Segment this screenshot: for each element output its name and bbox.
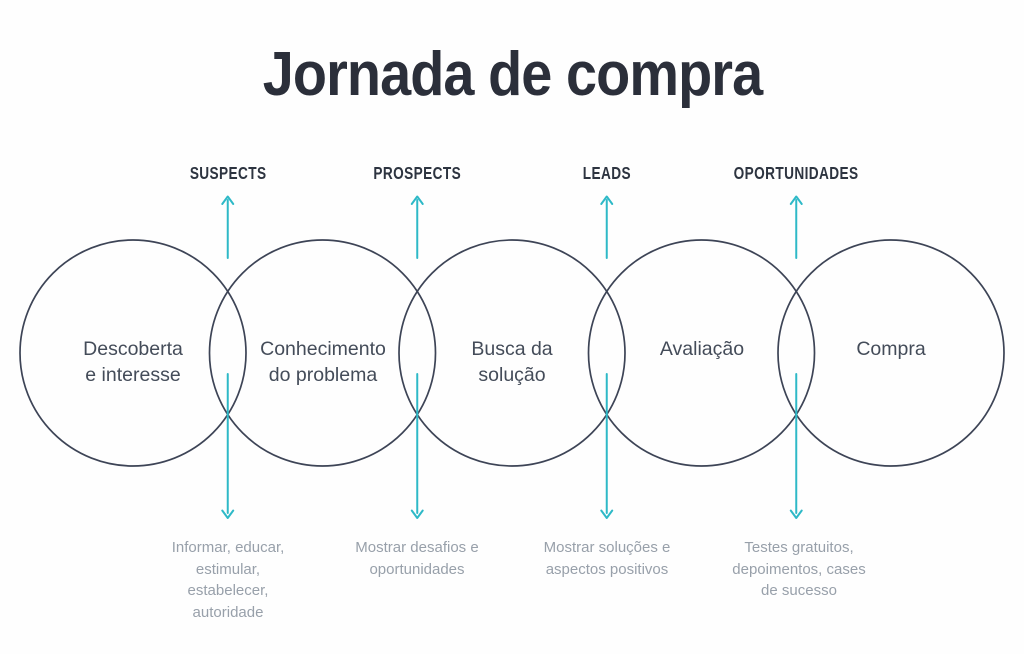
up-arrow-suspects <box>221 195 235 259</box>
action-note-4: Testes gratuitos, depoimentos, cases de … <box>732 539 866 599</box>
funnel-label-suspects: SUSPECTS <box>118 163 338 184</box>
action-note-2: Mostrar desafios e oportunidades <box>355 539 479 578</box>
stage-label-busca: Busca da solução <box>471 338 553 386</box>
stage-label-compra: Compra <box>856 338 926 360</box>
stage-circle-descoberta <box>19 239 247 467</box>
page-title: Jornada de compra <box>0 42 1024 108</box>
stage-circles <box>19 239 1005 467</box>
stage-circle-busca <box>398 239 626 467</box>
up-arrow-leads <box>600 195 614 259</box>
funnel-label-suspects-text: SUSPECTS <box>189 163 267 183</box>
funnel-label-leads-text: LEADS <box>582 163 632 183</box>
down-arrow-4 <box>789 373 803 519</box>
funnel-label-prospects-text: PROSPECTS <box>373 163 461 183</box>
stage-circle-avaliacao <box>587 239 816 467</box>
page-title-text: Jornada de compra <box>262 40 762 109</box>
action-note-3: Mostrar soluções e aspectos positivos <box>543 539 671 578</box>
funnel-label-leads: LEADS <box>497 163 717 184</box>
down-arrow-2 <box>410 373 424 519</box>
stage-label-avaliacao: Avaliação <box>659 338 745 360</box>
stage-label-conhecimento: Conhecimento do problema <box>260 338 386 386</box>
down-arrow-1 <box>221 373 235 519</box>
up-arrow-prospects <box>410 195 424 259</box>
stage-circle-conhecimento <box>208 239 437 467</box>
down-arrow-3 <box>600 373 614 519</box>
up-arrow-oportunidades <box>789 195 803 259</box>
funnel-label-prospects: PROSPECTS <box>307 163 527 184</box>
action-note-1: Informar, educar, estimular, estabelecer… <box>171 539 285 621</box>
funnel-label-oportunidades-text: OPORTUNIDADES <box>733 163 859 183</box>
stage-label-descoberta: Descoberta e interesse <box>83 338 183 386</box>
funnel-label-oportunidades: OPORTUNIDADES <box>686 163 906 184</box>
stage-circle-compra <box>777 239 1005 467</box>
